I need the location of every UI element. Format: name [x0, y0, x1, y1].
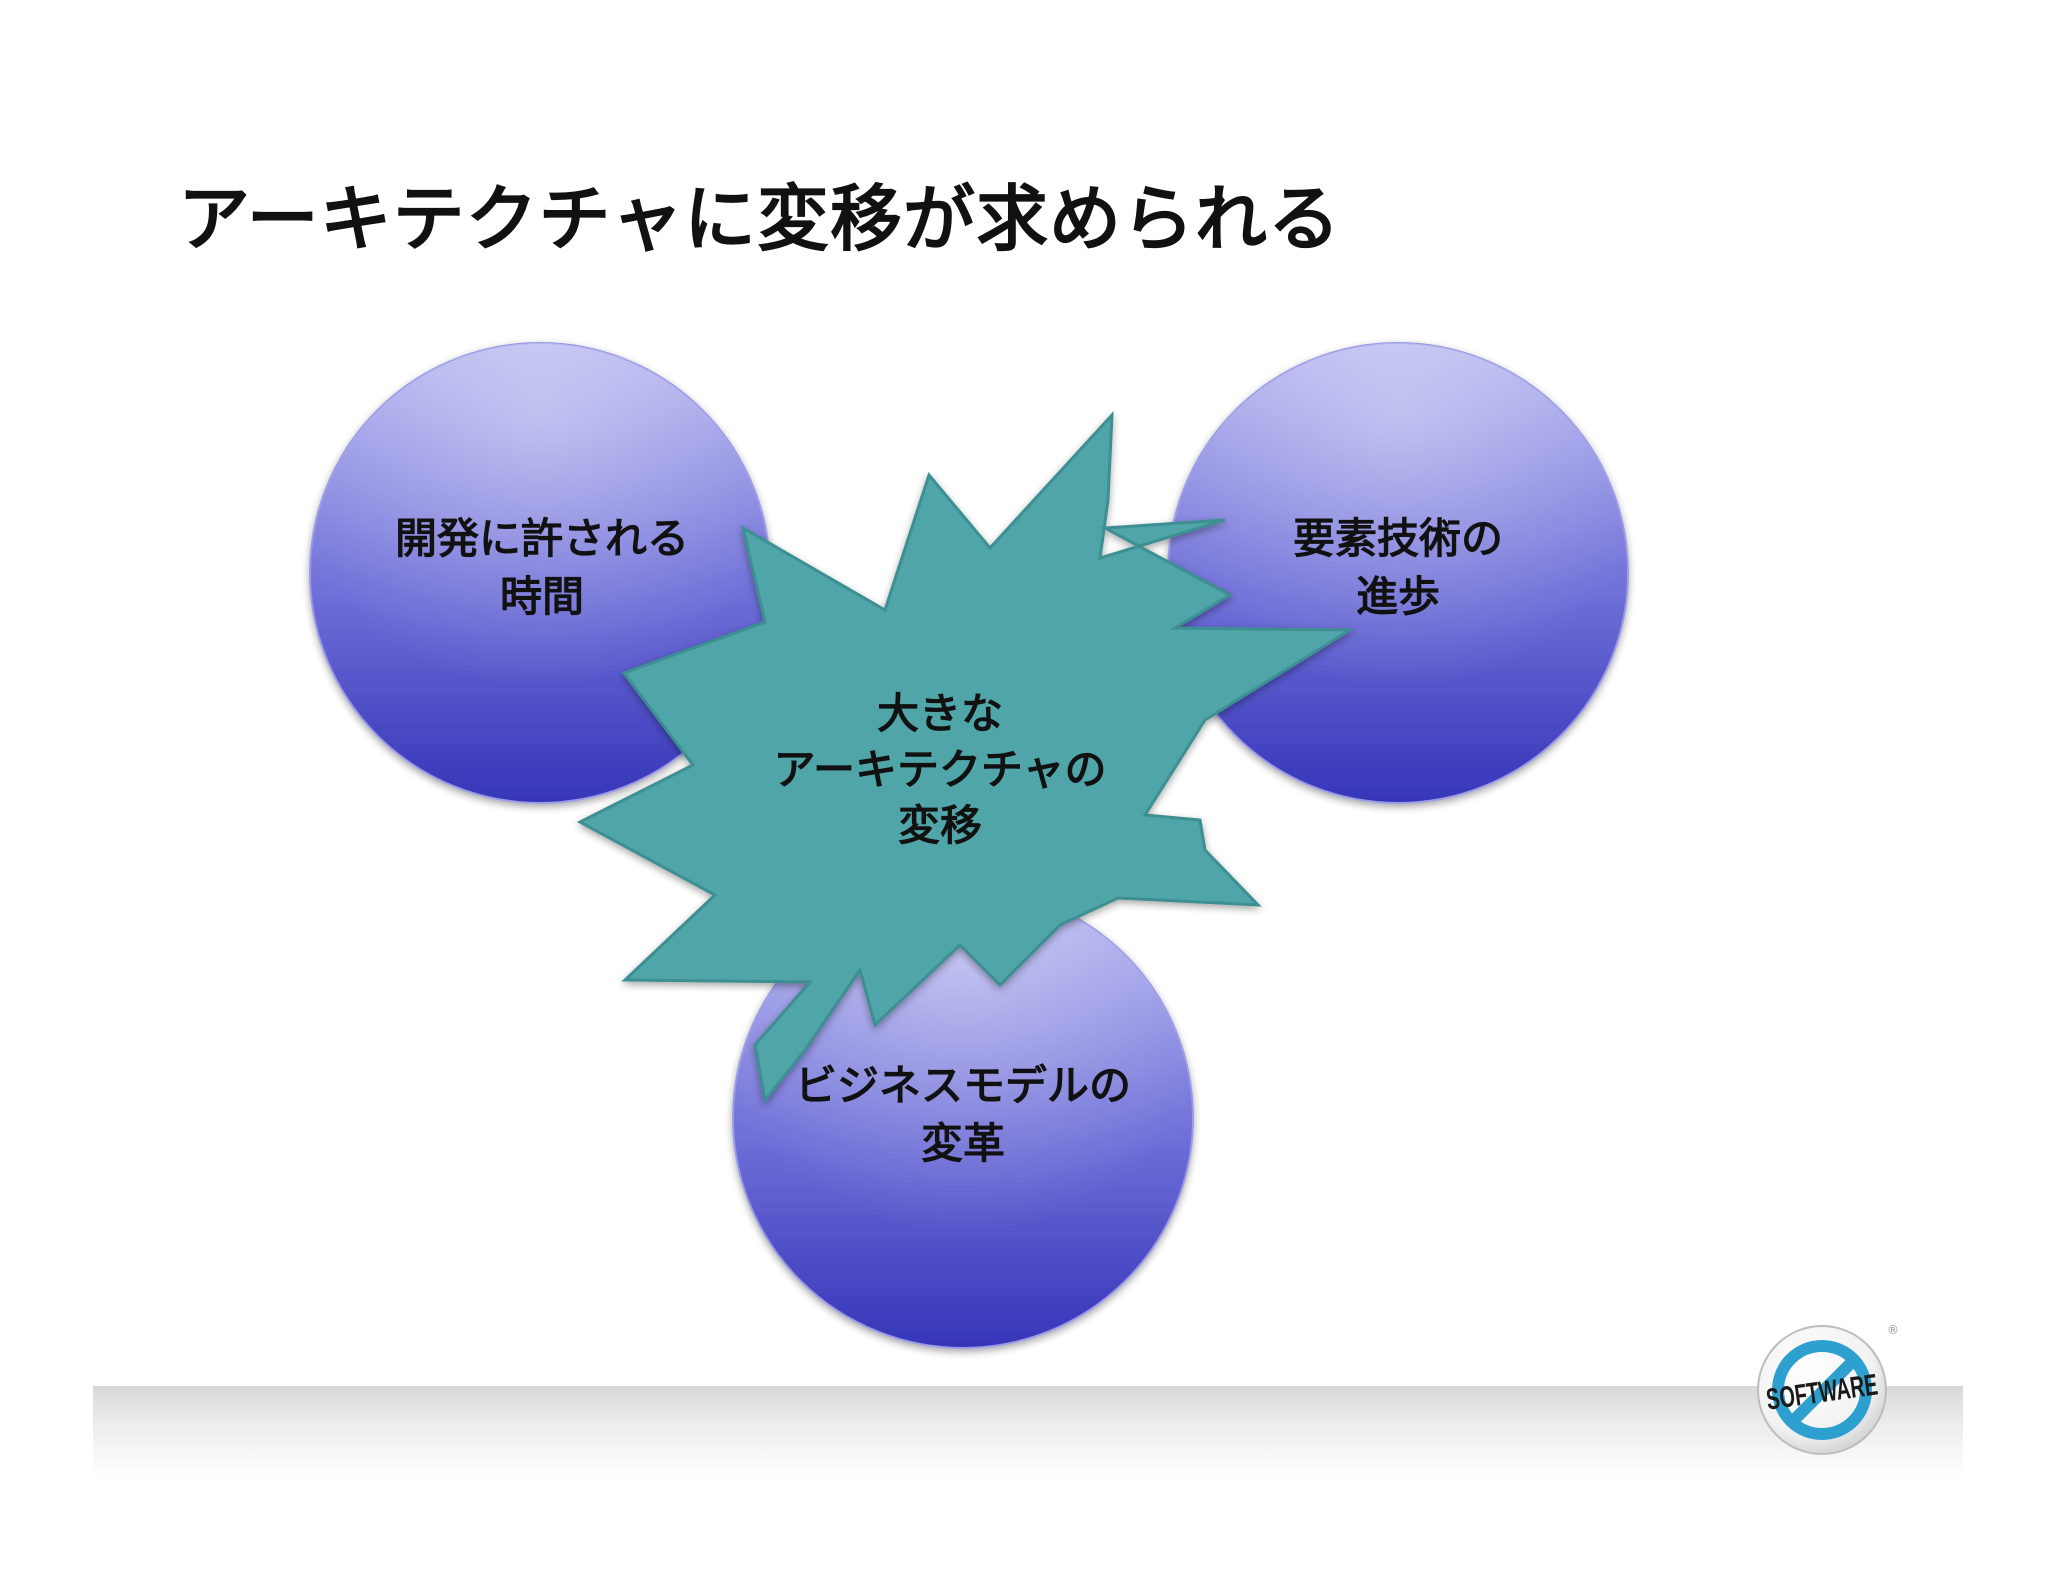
center-burst-shape: [576, 410, 1356, 1104]
logo-ring: [1772, 1340, 1872, 1440]
label-line: ビジネスモデルの: [795, 1061, 1131, 1110]
node-label-development-time: 開発に許される時間: [395, 514, 689, 621]
node-label-technology-progress: 要素技術の進歩: [1293, 514, 1503, 621]
label-line: 進歩: [1356, 572, 1440, 621]
label-line: 変移: [898, 801, 982, 850]
logo-registered-mark: ®: [1887, 1323, 1899, 1337]
software-logo: SOFTWARE ®: [1757, 1323, 1899, 1455]
node-business-model-change: [732, 887, 1194, 1349]
center-label-architecture-shift: 大きなアーキテクチャの変移: [773, 689, 1106, 850]
label-line: 大きな: [877, 689, 1003, 738]
label-line: 時間: [500, 572, 584, 621]
label-line: 開発に許される: [395, 514, 689, 563]
node-label-business-model-change: ビジネスモデルの変革: [795, 1061, 1131, 1168]
label-line: 変革: [921, 1119, 1005, 1168]
label-line: 要素技術の: [1293, 514, 1503, 563]
node-technology-progress: [1167, 342, 1629, 804]
logo-slash: [1785, 1353, 1861, 1429]
slide-title: アーキテクチャに変移が求められる: [178, 177, 1341, 261]
label-line: アーキテクチャの: [773, 745, 1106, 794]
floor-band: [93, 1386, 1963, 1478]
